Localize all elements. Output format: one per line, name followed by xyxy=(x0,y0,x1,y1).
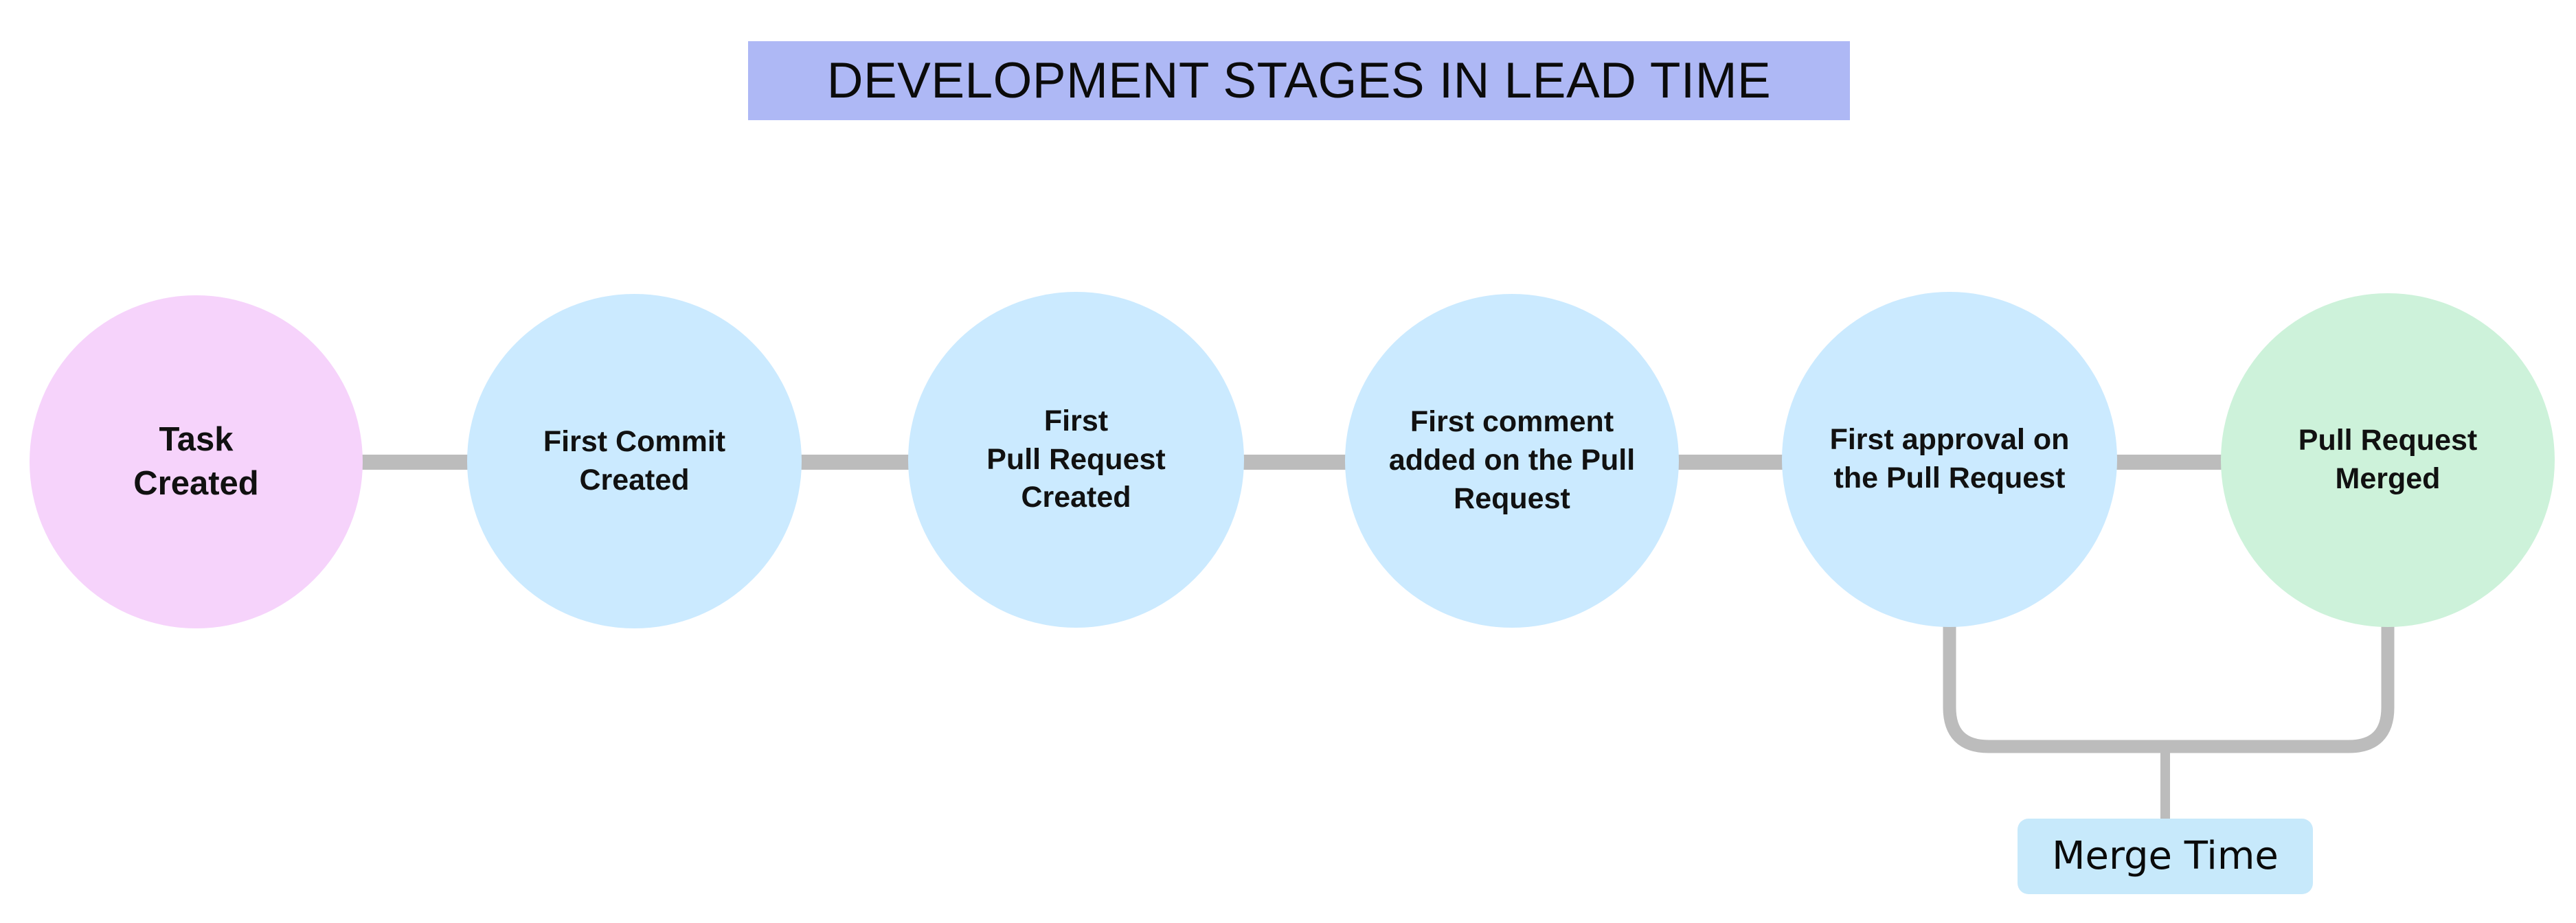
connector-bar-2-3 xyxy=(796,455,914,470)
connector-bar-1-2 xyxy=(357,455,473,470)
stage-node-task-created[interactable]: Task Created xyxy=(30,295,363,628)
connector-bar-4-5 xyxy=(1673,455,1789,470)
stage-node-first-comment-on-pull-request[interactable]: First comment added on the Pull Request xyxy=(1345,294,1679,628)
merge-time-label: Merge Time xyxy=(2052,834,2279,878)
connector-bar-5-6 xyxy=(2110,455,2228,470)
stage-label-first-commit-created: First Commit Created xyxy=(543,424,726,497)
merge-time-annotation[interactable]: Merge Time xyxy=(2018,819,2313,894)
merge-time-bracket xyxy=(1943,615,2395,753)
stage-node-first-commit-created[interactable]: First Commit Created xyxy=(467,294,802,628)
stage-node-first-approval-on-pull-request[interactable]: First approval on the Pull Request xyxy=(1782,292,2117,627)
diagram-title-banner: DEVELOPMENT STAGES IN LEAD TIME xyxy=(748,41,1850,120)
stage-label-first-pull-request-created: First Pull Request Created xyxy=(986,404,1166,514)
connector-bar-3-4 xyxy=(1238,455,1352,470)
stage-label-first-comment-on-pull-request: First comment added on the Pull Request xyxy=(1388,405,1636,515)
page-title: DEVELOPMENT STAGES IN LEAD TIME xyxy=(826,53,1772,109)
stage-label-task-created: Task Created xyxy=(133,420,259,502)
stage-node-pull-request-merged[interactable]: Pull Request Merged xyxy=(2221,293,2555,627)
stage-label-first-approval-on-pull-request: First approval on the Pull Request xyxy=(1829,423,2070,494)
stage-label-pull-request-merged: Pull Request Merged xyxy=(2298,424,2478,495)
stage-node-first-pull-request-created[interactable]: First Pull Request Created xyxy=(908,292,1244,628)
